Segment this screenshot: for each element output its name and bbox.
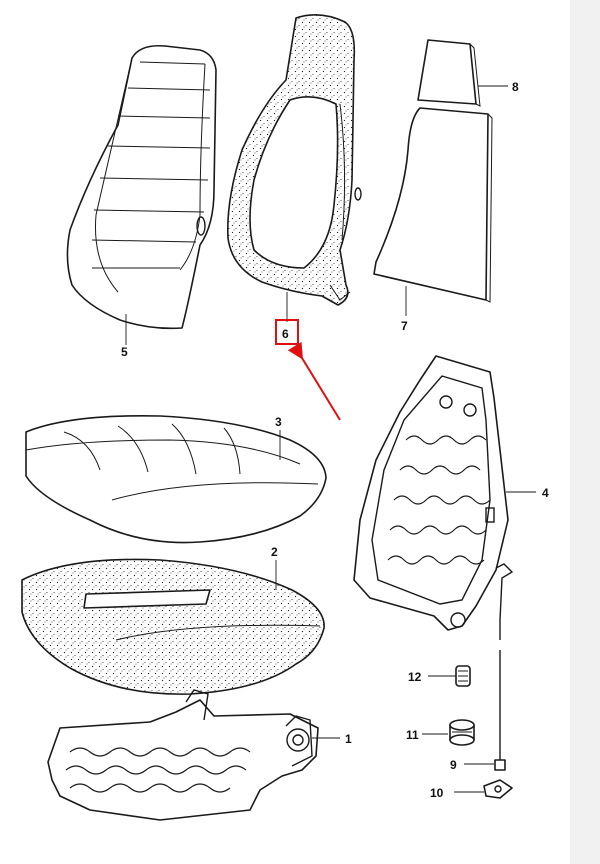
- backrest-frame-part-4: [353, 355, 509, 631]
- label-part-1: 1: [345, 732, 352, 746]
- highlight-arrow: [287, 341, 341, 421]
- grommet-part-11: [449, 719, 475, 746]
- highlight-box-part-6: [275, 319, 299, 345]
- spring-clip-part-12: [455, 665, 471, 687]
- label-part-3: 3: [275, 415, 282, 429]
- label-part-11: 11: [406, 728, 419, 742]
- label-part-5: 5: [121, 345, 128, 359]
- label-part-8: 8: [512, 80, 519, 94]
- label-part-9: 9: [450, 758, 457, 772]
- backrest-padding-part-6: [226, 14, 362, 306]
- seat-cover-part-3: [25, 415, 327, 544]
- backrest-panel-part-7: [373, 107, 493, 303]
- backrest-cover-part-5: [66, 44, 217, 330]
- clip-part-10: [483, 779, 513, 799]
- seat-padding-part-2: [21, 558, 325, 695]
- label-part-12: 12: [408, 670, 422, 684]
- label-part-6: 6: [282, 327, 289, 341]
- seat-frame-part-1: [47, 689, 319, 821]
- headrest-pad-part-8: [417, 39, 481, 107]
- label-part-10: 10: [430, 786, 444, 800]
- label-part-7: 7: [401, 319, 408, 333]
- adjuster-rod-part-9: [494, 563, 514, 771]
- label-part-2: 2: [271, 545, 278, 559]
- seat-parts-diagram: 5 6 7 8 3 2: [21, 14, 549, 821]
- page-scrollbar-gutter: [570, 0, 600, 864]
- label-part-4: 4: [542, 486, 549, 500]
